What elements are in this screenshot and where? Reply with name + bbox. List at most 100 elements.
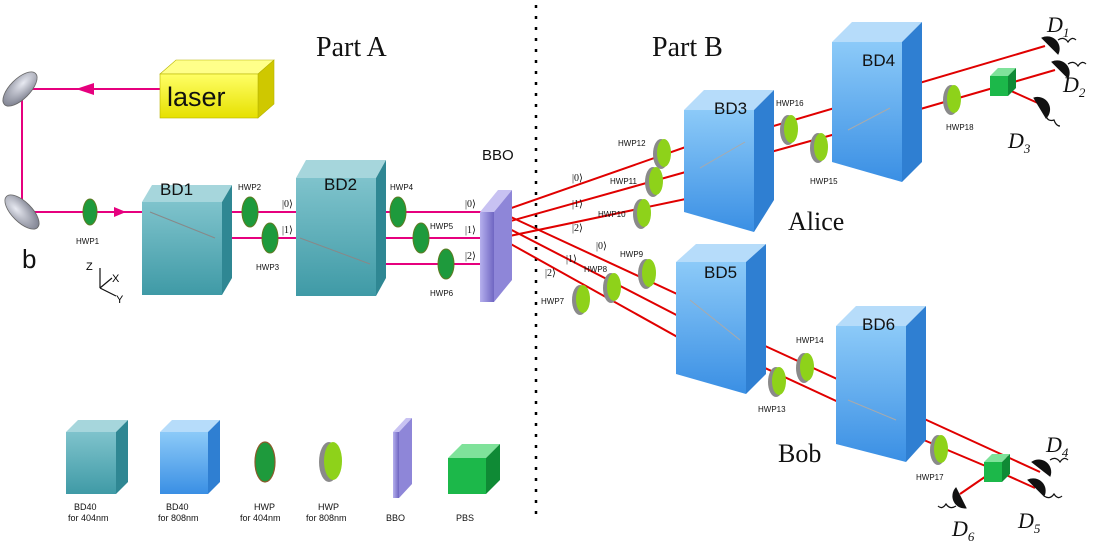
svg-text:D5: D5 bbox=[1017, 508, 1041, 536]
pump-arrow bbox=[76, 83, 94, 95]
hwp17-label: HWP17 bbox=[916, 473, 944, 482]
ket-1-bob: |1⟩ bbox=[566, 254, 577, 265]
svg-text:D6: D6 bbox=[951, 516, 975, 544]
part-a-title: Part A bbox=[316, 32, 388, 63]
kets-b: |0⟩ |1⟩ |2⟩ |0⟩ |1⟩ |2⟩ bbox=[545, 173, 607, 279]
svg-text:D2: D2 bbox=[1062, 72, 1086, 100]
d3-sub: 3 bbox=[1023, 141, 1031, 156]
detector-d2 bbox=[1051, 60, 1087, 79]
detectors bbox=[937, 36, 1087, 509]
axis-y: Y bbox=[116, 294, 124, 306]
hwp9-label: HWP9 bbox=[620, 250, 644, 259]
hwp16-label: HWP16 bbox=[776, 99, 804, 108]
kets-a: |0⟩ |1⟩ |0⟩ |1⟩ |2⟩ bbox=[282, 199, 476, 262]
pump-arrow-2 bbox=[114, 207, 126, 217]
laser-label: laser bbox=[167, 82, 226, 112]
detector-d6 bbox=[937, 487, 967, 509]
bd6-beam-displacer: BD6 bbox=[836, 306, 926, 462]
svg-text:D4: D4 bbox=[1045, 432, 1069, 460]
legend-bd404-l2: for 404nm bbox=[68, 513, 109, 523]
ket-2-bob: |2⟩ bbox=[545, 268, 556, 279]
d1-sub: 1 bbox=[1063, 25, 1070, 40]
svg-text:D1: D1 bbox=[1046, 12, 1069, 40]
legend-pbs-label: PBS bbox=[456, 513, 474, 523]
axis-x: X bbox=[112, 273, 120, 285]
legend-hwp404-l2: for 404nm bbox=[240, 513, 281, 523]
mirror-top bbox=[2, 71, 38, 107]
d2-sub: 2 bbox=[1079, 85, 1086, 100]
d4-sub: 4 bbox=[1062, 445, 1069, 460]
bd1-beam-displacer: BD1 bbox=[142, 180, 232, 295]
pbs-alice bbox=[990, 68, 1016, 96]
d5-letter: D bbox=[1017, 508, 1034, 533]
bd2-label: BD2 bbox=[324, 175, 357, 194]
hwp15-label: HWP15 bbox=[810, 177, 838, 186]
d6-sub: 6 bbox=[968, 529, 975, 544]
detector-d3 bbox=[1033, 96, 1061, 127]
bbo-label: BBO bbox=[482, 147, 514, 164]
hwp3-label: HWP3 bbox=[256, 263, 280, 272]
hwp4-label: HWP4 bbox=[390, 183, 414, 192]
hwp14-label: HWP14 bbox=[796, 336, 824, 345]
ket-1-alice: |1⟩ bbox=[572, 199, 583, 210]
hwp10-label: HWP10 bbox=[598, 210, 626, 219]
legend-bd808-l1: BD40 bbox=[166, 502, 189, 512]
legend-bd404: BD40 for 404nm bbox=[66, 420, 128, 523]
mirror-label: b bbox=[22, 244, 36, 274]
hwp-labels-b: HWP7 HWP8 HWP9 HWP10 HWP11 HWP12 HWP13 H… bbox=[541, 99, 974, 482]
bd5-beam-displacer: BD5 bbox=[676, 244, 766, 394]
legend-hwp808: HWP for 808nm bbox=[306, 442, 347, 523]
laser-source: laser bbox=[159, 59, 275, 119]
svg-text:D3: D3 bbox=[1007, 128, 1031, 156]
coordinate-axes bbox=[99, 268, 117, 297]
d6-letter: D bbox=[951, 516, 968, 541]
hwp1-label: HWP1 bbox=[76, 237, 100, 246]
legend-bd404-l1: BD40 bbox=[74, 502, 97, 512]
bbo-crystal: BBO bbox=[480, 147, 514, 302]
bd6-label: BD6 bbox=[862, 315, 895, 334]
bd4-beam-displacer: BD4 bbox=[832, 22, 922, 182]
detector-labels: D1 D2 D3 D4 D5 D6 bbox=[951, 12, 1086, 544]
legend-bd808: BD40 for 808nm bbox=[158, 420, 220, 523]
bd4-label: BD4 bbox=[862, 51, 895, 70]
d1-letter: D bbox=[1046, 12, 1063, 37]
ket-0-a: |0⟩ bbox=[282, 199, 293, 210]
ket-0-a2: |0⟩ bbox=[465, 199, 476, 210]
hwp404-plates bbox=[82, 196, 455, 280]
pbs-bob bbox=[984, 454, 1010, 482]
bd3-label: BD3 bbox=[714, 99, 747, 118]
legend-hwp808-l2: for 808nm bbox=[306, 513, 347, 523]
hwp7-label: HWP7 bbox=[541, 297, 565, 306]
part-b-title: Part B bbox=[652, 32, 723, 63]
legend-bbo-label: BBO bbox=[386, 513, 405, 523]
d3-letter: D bbox=[1007, 128, 1024, 153]
hwp-labels-a: HWP1 HWP2 HWP3 HWP4 HWP5 HWP6 bbox=[76, 183, 454, 298]
legend-pbs: PBS bbox=[448, 444, 500, 523]
ket-2-a2: |2⟩ bbox=[465, 251, 476, 262]
hwp13-label: HWP13 bbox=[758, 405, 786, 414]
bd5-label: BD5 bbox=[704, 263, 737, 282]
hwp808-plates bbox=[572, 85, 961, 465]
legend: BD40 for 404nm BD40 for 808nm HWP for 40… bbox=[66, 418, 500, 523]
detector-d1 bbox=[1041, 36, 1077, 55]
legend-hwp404: HWP for 404nm bbox=[240, 441, 281, 523]
legend-bbo: BBO bbox=[386, 418, 412, 523]
ket-0-bob: |0⟩ bbox=[596, 241, 607, 252]
bd3-beam-displacer: BD3 bbox=[684, 90, 774, 232]
d4-letter: D bbox=[1045, 432, 1062, 457]
alice-label: Alice bbox=[788, 207, 844, 236]
d5-sub: 5 bbox=[1034, 521, 1041, 536]
hwp6-label: HWP6 bbox=[430, 289, 454, 298]
legend-hwp404-l1: HWP bbox=[254, 502, 275, 512]
hwp11-label: HWP11 bbox=[610, 177, 638, 186]
hwp5-label: HWP5 bbox=[430, 222, 454, 231]
ket-1-a2: |1⟩ bbox=[465, 225, 476, 236]
hwp18-label: HWP18 bbox=[946, 123, 974, 132]
bd1-label: BD1 bbox=[160, 180, 193, 199]
legend-hwp808-l1: HWP bbox=[318, 502, 339, 512]
legend-bd808-l2: for 808nm bbox=[158, 513, 199, 523]
hwp2-label: HWP2 bbox=[238, 183, 262, 192]
ket-1-a: |1⟩ bbox=[282, 225, 293, 236]
axis-z: Z bbox=[86, 261, 93, 273]
detector-d5 bbox=[1027, 478, 1063, 499]
